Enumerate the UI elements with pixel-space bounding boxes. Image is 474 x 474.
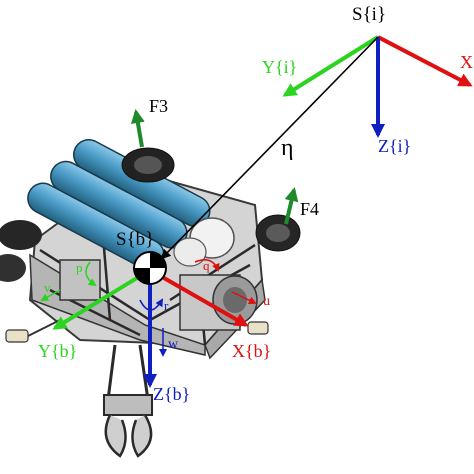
force-f4: F4 xyxy=(284,187,319,225)
force-f4-arrow xyxy=(284,187,299,225)
thruster-icon xyxy=(255,214,301,252)
velocity-u-arrow xyxy=(231,291,257,305)
eta-label: η xyxy=(281,135,294,161)
body-x-label: X{b} xyxy=(232,341,271,361)
velocity-u-label: u xyxy=(263,294,270,309)
eta-arrow xyxy=(160,36,379,260)
inertial-x-axis xyxy=(377,35,473,87)
rotation-r-arc xyxy=(139,298,164,311)
velocity-v-arrow xyxy=(40,289,61,301)
center-of-mass-icon xyxy=(133,251,167,285)
force-f4-label: F4 xyxy=(300,199,319,219)
rotation-p-label: p xyxy=(76,260,83,275)
inertial-y-axis xyxy=(282,35,380,97)
inertial-y-label: Y{i} xyxy=(262,57,297,77)
body-frame: u w v r q p S{b} X{b} Y{b} Z{b} xyxy=(38,229,271,404)
position-vector: η xyxy=(160,36,379,260)
body-z-label: Z{b} xyxy=(153,384,190,404)
body-origin-label: S{b} xyxy=(116,229,154,250)
tube-end-cap xyxy=(173,237,207,267)
force-f3: F3 xyxy=(130,96,168,148)
rotation-q-arc xyxy=(194,259,220,272)
force-f3-label: F3 xyxy=(149,96,168,116)
velocity-w-label: w xyxy=(168,337,179,352)
inertial-x-label: X{i} xyxy=(460,52,474,72)
gripper-icon xyxy=(103,344,153,458)
inertial-frame: S{i} X{i} Y{i} Z{i} xyxy=(262,4,474,156)
force-f3-arrow xyxy=(130,109,145,148)
rov-frame-side xyxy=(29,253,206,356)
rotation-p-arc xyxy=(85,261,97,287)
velocity-v-label: v xyxy=(44,280,51,295)
thruster-icon xyxy=(121,147,175,183)
body-y-axis xyxy=(52,268,152,330)
inertial-z-label: Z{i} xyxy=(378,136,411,156)
thruster-icon xyxy=(0,220,42,282)
body-y-label: Y{b} xyxy=(38,341,77,361)
rotation-r-label: r xyxy=(164,298,169,313)
inertial-origin-label: S{i} xyxy=(352,4,386,25)
body-x-axis xyxy=(149,268,249,327)
rotation-q-label: q xyxy=(203,258,210,273)
